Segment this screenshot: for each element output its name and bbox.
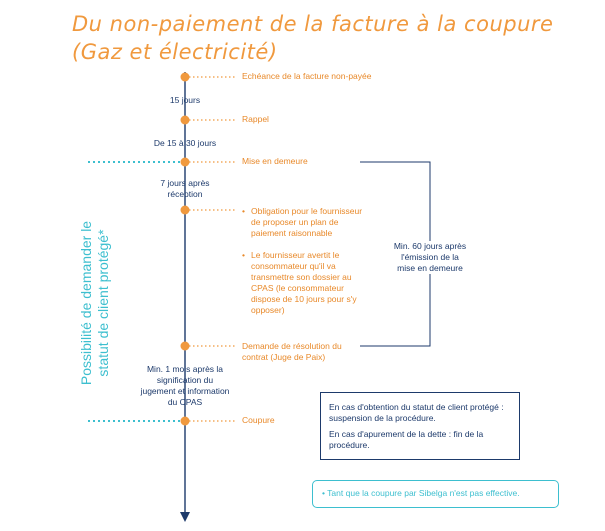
obligation-bullet-1: • — [242, 206, 245, 216]
node-step-1 — [180, 72, 190, 82]
step-label-demande-resolution: Demande de résolution du contrat (Juge d… — [242, 341, 342, 362]
sixty-days-note: Min. 60 jours après l'émission de la mis… — [392, 241, 468, 274]
node-step-5 — [180, 416, 190, 426]
footnote-box: • Tant que la coupure par Sibelga n'est … — [312, 480, 559, 508]
step-label-echeance: Echéance de la facture non-payée — [242, 71, 372, 81]
protected-status-side-text: Possibilité de demander le statut de cli… — [78, 220, 111, 386]
interval-label-4: Min. 1 mois après la signification du ju… — [140, 364, 230, 407]
node-step-3 — [180, 157, 190, 167]
interval-label-1: 15 jours — [169, 95, 201, 105]
node-obligation — [180, 205, 190, 215]
interval-label-3: 7 jours après réception — [160, 178, 210, 199]
step-label-rappel: Rappel — [242, 114, 269, 124]
node-step-2 — [180, 115, 190, 125]
info-box-debt-cleared: En cas d'apurement de la dette : fin de … — [329, 429, 484, 450]
obligation-text-1: Obligation pour le fournisseur de propos… — [251, 206, 363, 238]
interval-label-2: De 15 à 30 jours — [153, 138, 217, 148]
obligation-bullet-2: • — [242, 250, 245, 260]
title-line-2: (Gaz et électricité) — [72, 40, 278, 64]
obligation-text-2: Le fournisseur avertit le consommateur q… — [251, 250, 357, 315]
node-step-4 — [180, 341, 190, 351]
title-line-1: Du non-paiement de la facture à la coupu… — [72, 12, 554, 36]
step-label-coupure: Coupure — [242, 415, 275, 425]
info-box: En cas d'obtention du statut de client p… — [320, 392, 520, 460]
footnote-text: • Tant que la coupure par Sibelga n'est … — [322, 488, 520, 498]
info-box-protected-status: En cas d'obtention du statut de client p… — [329, 402, 504, 423]
step-label-mise-en-demeure: Mise en demeure — [242, 156, 308, 166]
protected-status-side-label: Possibilité de demander le statut de cli… — [78, 203, 112, 403]
timeline-arrowhead — [180, 512, 190, 522]
